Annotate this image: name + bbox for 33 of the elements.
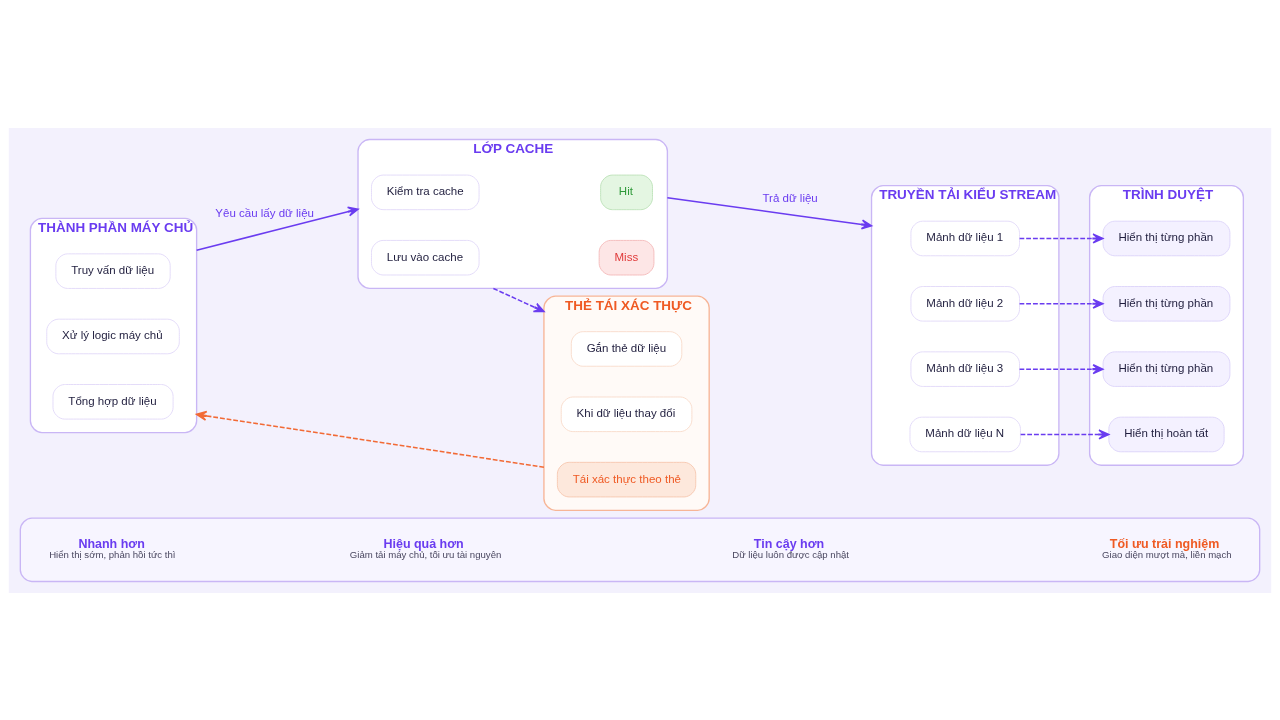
arrow xyxy=(195,206,359,251)
node-box: Kiểm tra cache xyxy=(371,174,480,210)
arrow xyxy=(666,196,873,230)
arrow xyxy=(1019,428,1110,440)
cluster xyxy=(19,516,1261,582)
node-box: Truy vấn dữ liệu xyxy=(55,252,171,289)
arrow xyxy=(195,410,545,468)
node-text: Tin cậy hơn Dữ liệu luôn được cập nhật xyxy=(732,536,849,560)
edge-label: Trả dữ liệu xyxy=(762,191,818,204)
arrow xyxy=(492,287,545,312)
node-box: Khi dữ liệu thay đổi xyxy=(560,396,693,432)
arrow xyxy=(1018,232,1104,244)
node-box: Mảnh dữ liệu 3 xyxy=(910,350,1020,387)
node-text: Tối ưu trải nghiệm Giao diện mượt mà, liền mạch xyxy=(1102,536,1232,560)
node-box: Hiển thị từng phần xyxy=(1102,285,1231,322)
node-box: Hiển thị hoàn tất xyxy=(1108,416,1225,452)
edge-label: Yêu cầu lấy dữ liệu xyxy=(215,206,314,219)
node-box: Xử lý logic máy chủ xyxy=(46,318,180,354)
node-box: Hiển thị từng phần xyxy=(1102,350,1231,387)
node-text: Hiệu quả hơn Giảm tải máy chủ, tối ưu tài nguyên xyxy=(349,536,502,560)
arrow xyxy=(1018,363,1104,374)
node-box: Miss xyxy=(598,239,655,275)
node-box: Tổng hợp dữ liệu xyxy=(52,383,174,420)
node-box: Mảnh dữ liệu 1 xyxy=(910,220,1020,256)
node-box: Hiển thị từng phần xyxy=(1102,220,1231,256)
node-box: Tái xác thực theo thẻ xyxy=(556,461,697,497)
arrow xyxy=(1018,298,1104,309)
node-box: Gắn thẻ dữ liệu xyxy=(570,330,683,367)
node-box: Mảnh dữ liệu 2 xyxy=(910,285,1020,322)
node-box: Lưu vào cache xyxy=(371,239,480,275)
node-box: Hit xyxy=(600,174,653,210)
node-text: Nhanh hơn Hiển thị sớm, phản hồi tức thì xyxy=(49,536,176,560)
node-box: Mảnh dữ liệu N xyxy=(909,416,1021,452)
